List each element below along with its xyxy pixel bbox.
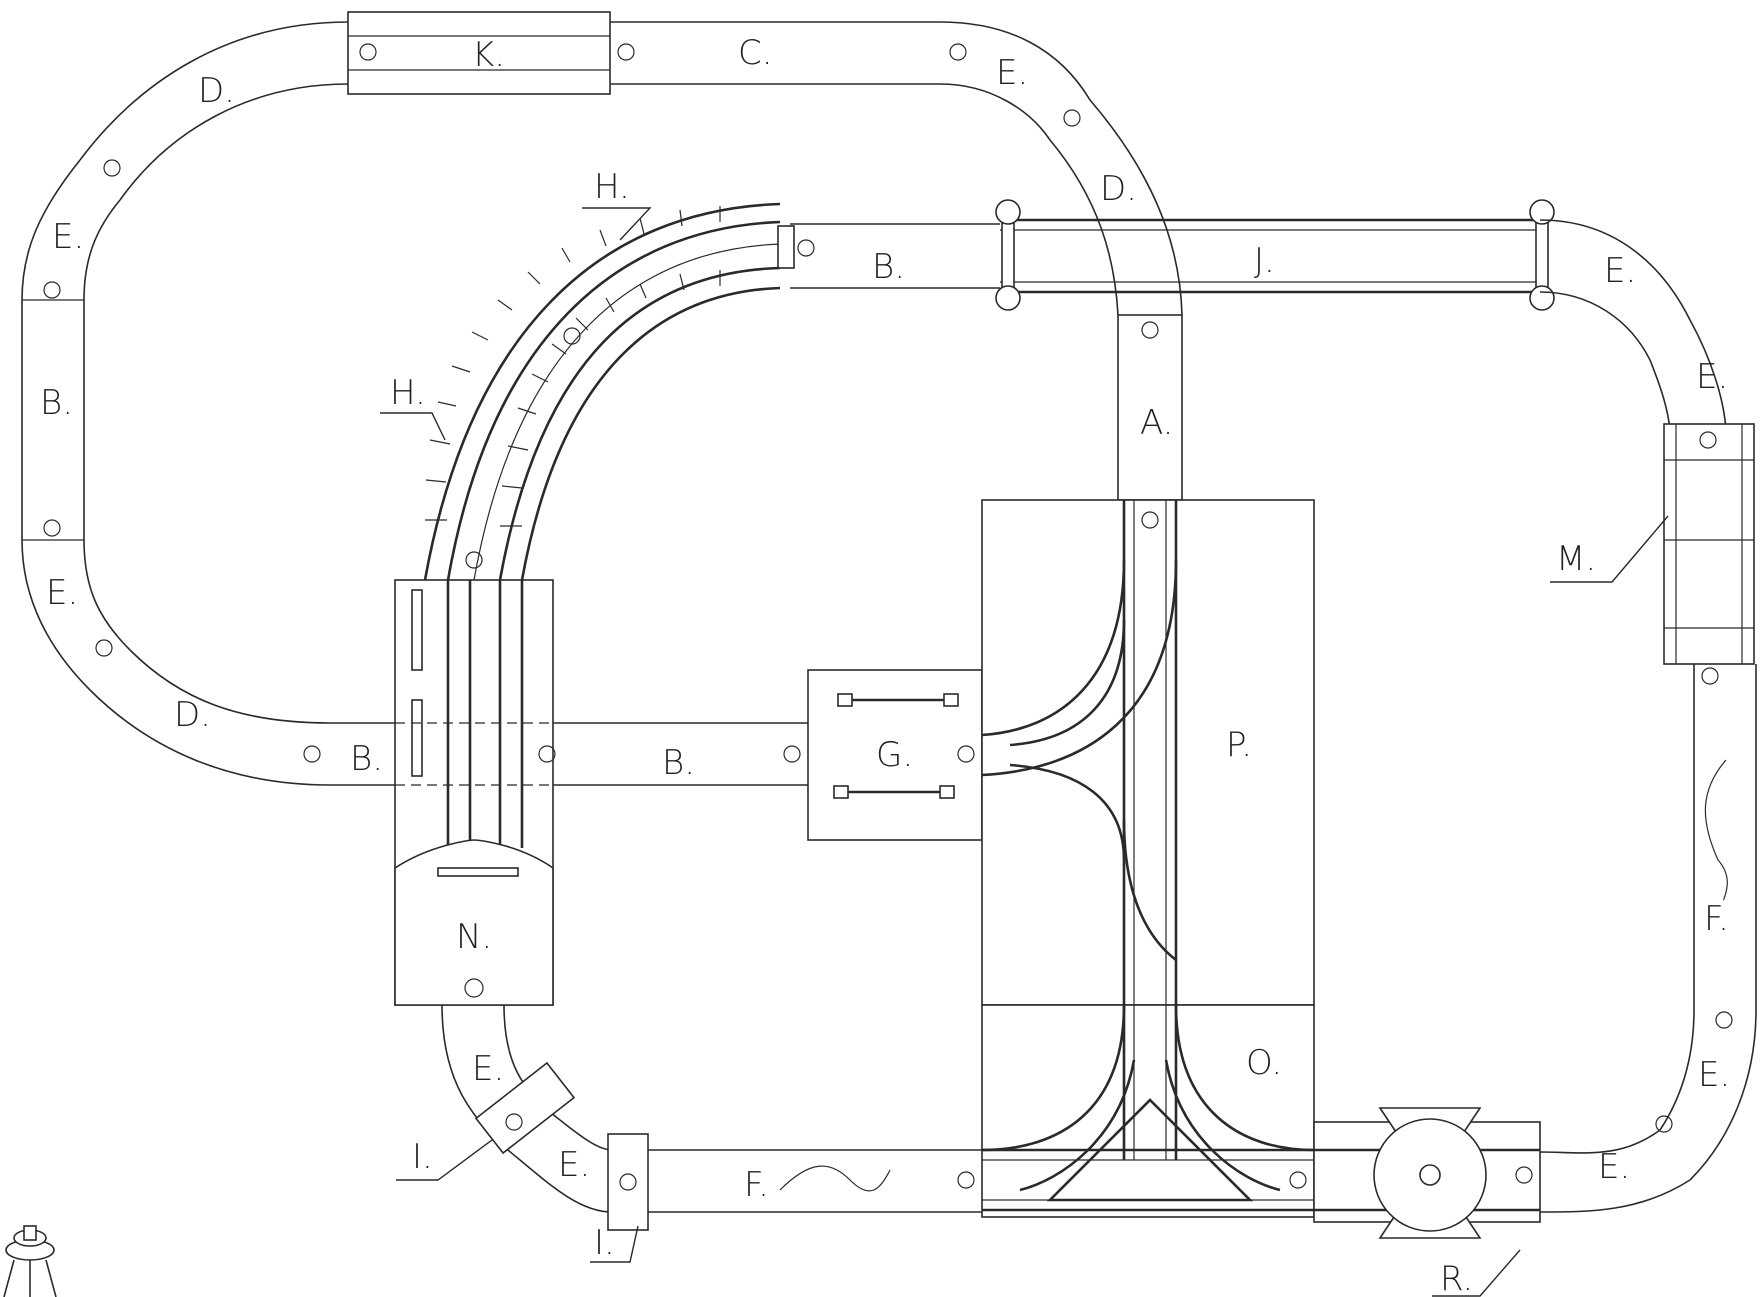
label-h-lower: H. — [390, 373, 426, 413]
label-b-bridge: B. — [872, 247, 905, 287]
outer-left-loop — [21, 11, 940, 786]
label-f-right: F. — [1704, 899, 1729, 939]
leader-h-lower — [380, 412, 446, 441]
track-piece-a — [1117, 314, 1183, 501]
track-piece-d-top — [79, 21, 349, 201]
label-b-center-mid: B. — [662, 743, 695, 783]
track-piece-i-left — [474, 1061, 576, 1155]
label-i-small: I. — [594, 1223, 615, 1263]
track-piece-b-bridge — [790, 223, 1000, 289]
track-piece-e-top — [939, 21, 1091, 141]
track-piece-r — [1313, 1107, 1541, 1239]
track-piece-j — [1000, 218, 1540, 294]
label-e-right-2: E. — [1696, 357, 1728, 397]
label-j: J. — [1254, 241, 1275, 281]
track-piece-i-small — [607, 1133, 649, 1231]
water-tower-icon — [3, 1225, 57, 1297]
label-e-top: E. — [996, 53, 1028, 93]
leader-i-left — [396, 1139, 493, 1181]
label-e-lower-left: E. — [46, 573, 78, 613]
label-c: C. — [738, 33, 773, 73]
track-piece-d-cross — [1049, 99, 1183, 316]
crossing-curves — [939, 21, 1183, 316]
middle-straights — [330, 669, 983, 841]
label-e-upper-left: E. — [52, 217, 84, 257]
label-e-short: E. — [558, 1145, 590, 1185]
label-f-bottom: F. — [744, 1165, 769, 1205]
track-piece-b-left — [21, 300, 85, 540]
label-e-right-1: E. — [1604, 251, 1636, 291]
track-piece-n-station — [394, 579, 554, 1006]
label-d-top: D. — [198, 71, 235, 111]
upper-bridge-section — [790, 199, 1555, 527]
track-piece-b-mid — [553, 722, 808, 786]
label-d-lower: D. — [174, 695, 211, 735]
right-loop — [1539, 219, 1757, 1213]
label-e-right-3: E. — [1698, 1055, 1730, 1095]
label-m: M. — [1556, 539, 1596, 579]
leader-h-upper — [582, 207, 652, 241]
label-r: R. — [1440, 1259, 1473, 1297]
label-a: A. — [1140, 403, 1173, 443]
track-piece-e-right-4 — [1539, 1129, 1691, 1213]
leader-m — [1550, 515, 1669, 583]
track-piece-p-o-junction — [957, 499, 1315, 1218]
track-piece-p — [981, 499, 1315, 1006]
piece-labels: K. C. D. E. E. B. E. D. D. B. J. A. H. H… — [40, 33, 1730, 1297]
bottom-section — [441, 1004, 982, 1231]
label-d-cross: D. — [1100, 169, 1137, 209]
track-piece-f-right — [1693, 664, 1757, 1010]
track-piece-b-left-mid — [330, 722, 395, 786]
track-piece-f-bottom — [648, 1149, 982, 1213]
label-k: K. — [472, 35, 505, 75]
leader-i-small — [590, 1225, 639, 1263]
label-h-upper: H. — [594, 167, 630, 207]
label-b-left: B. — [40, 383, 73, 423]
leader-r — [1432, 1249, 1521, 1297]
track-piece-k — [347, 11, 611, 95]
track-piece-e-right-3 — [1659, 1009, 1757, 1181]
track-piece-c — [610, 21, 940, 85]
track-piece-e-upper-left — [21, 159, 121, 301]
label-b-center-left: B. — [350, 739, 383, 779]
label-o: O. — [1246, 1043, 1282, 1083]
track-piece-m — [1663, 423, 1755, 665]
track-piece-e-lower-left — [21, 539, 131, 691]
label-e-bottom: E. — [472, 1049, 504, 1089]
label-e-right-4: E. — [1598, 1147, 1630, 1187]
label-i-left: I. — [412, 1137, 433, 1177]
track-piece-h-curves — [423, 202, 815, 581]
track-piece-e-right-1 — [1539, 219, 1691, 361]
label-p: P. — [1226, 725, 1252, 765]
track-piece-d-lower — [89, 649, 331, 786]
label-g: G. — [876, 735, 913, 775]
leader-lines — [380, 207, 1669, 1297]
label-n: N. — [456, 917, 492, 957]
